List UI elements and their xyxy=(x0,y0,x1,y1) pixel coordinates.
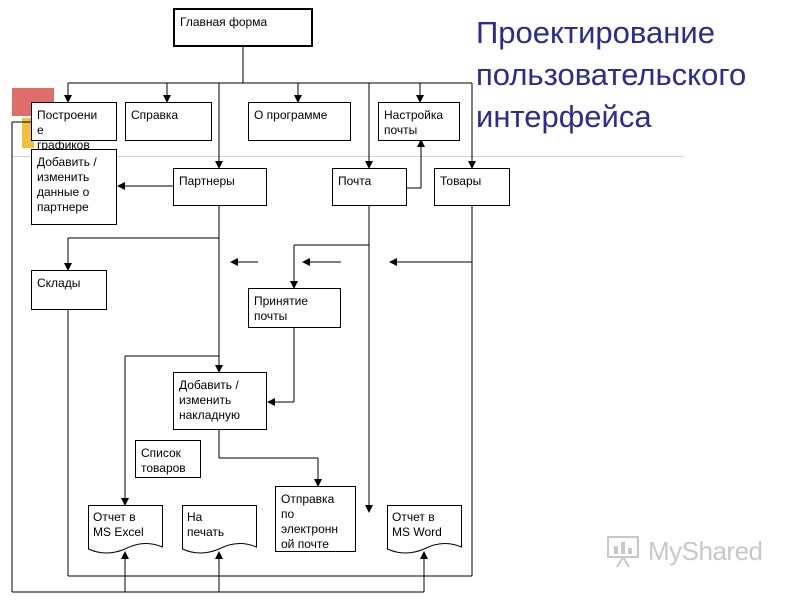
node-about: О программе xyxy=(248,102,351,141)
node-mail-settings: Настройка почты xyxy=(378,102,460,141)
node-mail-settings-label: Настройка почты xyxy=(384,108,444,137)
watermark: MyShared xyxy=(606,534,763,568)
node-report-excel-label: Отчет в MS Excel xyxy=(93,510,144,539)
node-warehouses-label: Склады xyxy=(37,276,81,290)
node-edit-partner: Добавить / изменить данные о партнере xyxy=(31,149,117,225)
node-goods-label: Товары xyxy=(440,174,482,188)
node-report-word-label: Отчет в MS Word xyxy=(392,510,442,539)
node-goods-list-label: Список товаров xyxy=(141,446,186,475)
watermark-text: MyShared xyxy=(648,535,763,566)
node-print: На печать xyxy=(182,505,257,545)
node-main-form-label: Главная форма xyxy=(180,15,268,29)
node-print-label: На печать xyxy=(187,510,225,539)
slide-title: Проектирование пользовательского интерфе… xyxy=(476,12,796,138)
node-help: Справка xyxy=(125,102,212,141)
report-word-shape xyxy=(387,505,462,554)
node-edit-invoice: Добавить / изменить накладную xyxy=(173,372,267,430)
node-report-word: Отчет в MS Word xyxy=(387,505,462,545)
node-partners-label: Партнеры xyxy=(179,174,235,188)
node-mail-label: Почта xyxy=(338,174,372,188)
node-edit-partner-label: Добавить / изменить данные о партнере xyxy=(37,155,97,214)
node-main-form: Главная форма xyxy=(173,8,313,47)
node-charts-label: Построени е графиков xyxy=(37,108,98,152)
node-charts: Построени е графиков xyxy=(31,102,117,152)
node-about-label: О программе xyxy=(254,108,328,122)
node-receive-mail: Принятие почты xyxy=(248,288,341,328)
node-warehouses: Склады xyxy=(31,270,107,310)
presentation-board-icon xyxy=(607,536,639,568)
accent-divider xyxy=(12,156,684,157)
node-goods: Товары xyxy=(434,168,510,206)
report-excel-shape xyxy=(88,505,163,554)
node-receive-mail-label: Принятие почты xyxy=(254,294,308,323)
node-mail: Почта xyxy=(332,168,407,206)
node-help-label: Справка xyxy=(131,108,179,122)
node-send-email-label: Отправка по электронн ой почте xyxy=(281,492,339,551)
title-line-1: Проектирование xyxy=(476,15,715,50)
node-partners: Партнеры xyxy=(173,168,267,206)
node-goods-list: Список товаров xyxy=(135,440,201,478)
node-edit-invoice-label: Добавить / изменить накладную xyxy=(179,378,240,422)
node-report-excel: Отчет в MS Excel xyxy=(88,505,163,545)
title-line-2: пользовательского xyxy=(476,57,747,92)
title-line-3: интерфейса xyxy=(476,99,652,134)
node-send-email: Отправка по электронн ой почте xyxy=(275,486,356,552)
print-shape xyxy=(182,505,257,554)
